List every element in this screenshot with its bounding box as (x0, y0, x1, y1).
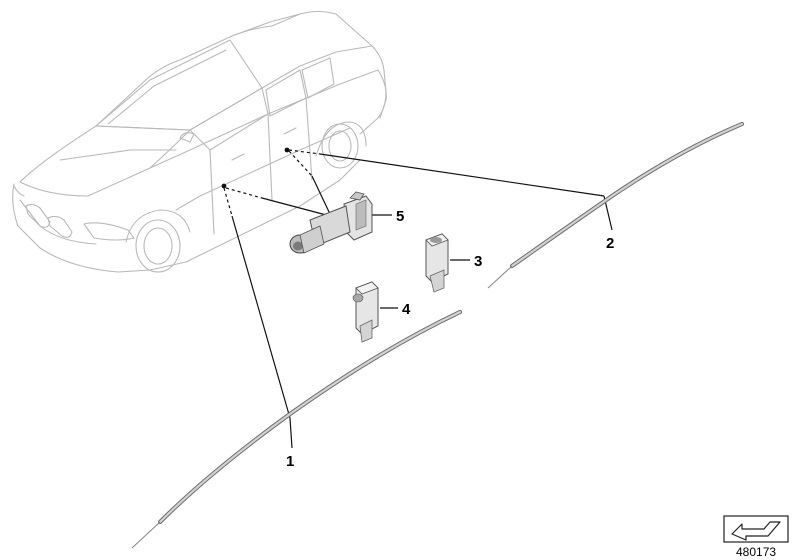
attach-dot-front (221, 183, 227, 189)
car-illustration (12, 10, 387, 273)
reference-number: 480173 (736, 545, 776, 559)
attach-dot-rear (284, 147, 290, 153)
part-4-light-module (352, 281, 379, 343)
part-2-light-strip (487, 121, 745, 289)
part-3-light-module (425, 233, 449, 293)
part-label-3: 3 (474, 253, 482, 270)
part-label-1: 1 (286, 453, 294, 470)
leader-lines (221, 147, 613, 449)
part-label-4: 4 (402, 301, 411, 318)
direction-arrow-icon (723, 515, 789, 543)
part-5-connector (289, 191, 373, 254)
part-label-2: 2 (606, 235, 614, 252)
part-1-light-strip (131, 309, 463, 549)
part-label-5: 5 (396, 208, 404, 225)
